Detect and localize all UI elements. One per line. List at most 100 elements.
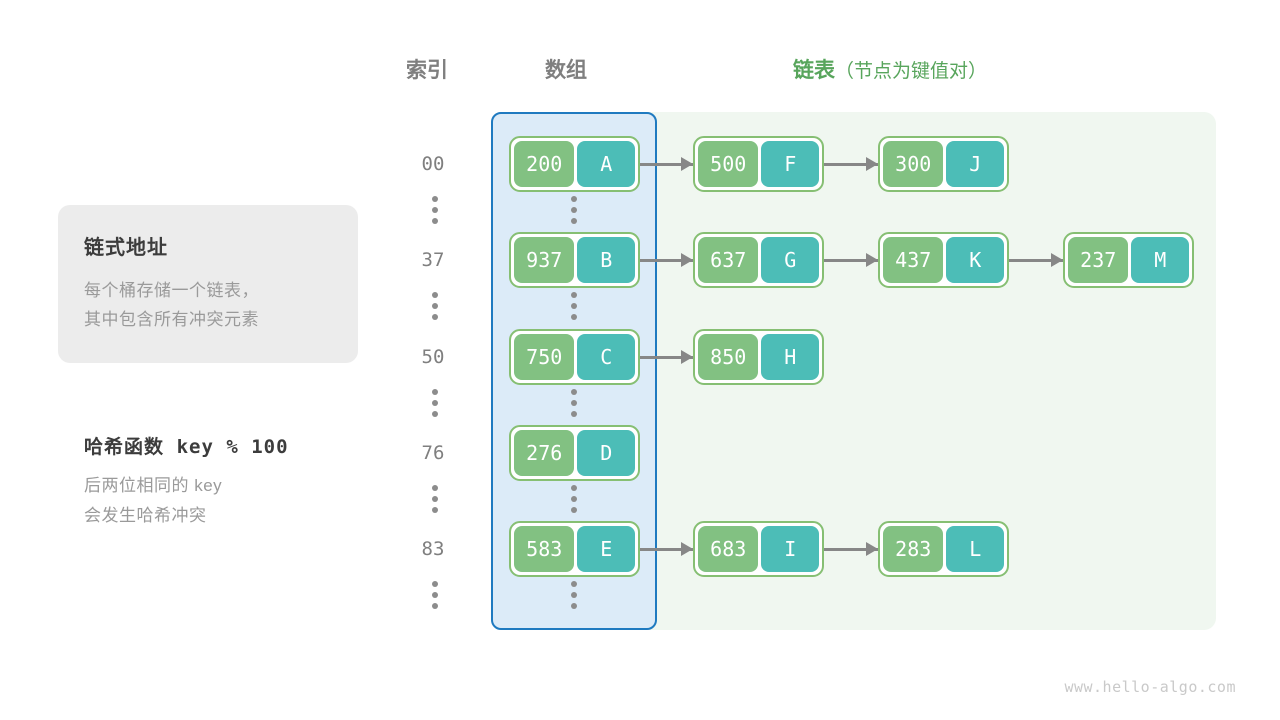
- index-ellipsis: [431, 292, 439, 320]
- index-ellipsis: [431, 389, 439, 417]
- node-value: J: [946, 141, 1004, 187]
- arrow-shaft: [640, 162, 693, 166]
- node-value: B: [577, 237, 635, 283]
- node-key: 750: [514, 334, 575, 380]
- info-card-body: 每个桶存储一个链表， 其中包含所有冲突元素: [84, 276, 332, 334]
- node-key: 937: [514, 237, 575, 283]
- index-ellipsis: [431, 196, 439, 224]
- node-key: 276: [514, 430, 575, 476]
- node-value: L: [946, 526, 1004, 572]
- info-card-body-line-1: 每个桶存储一个链表，: [84, 281, 259, 300]
- next-pointer-arrow: [1009, 232, 1063, 288]
- node-key: 583: [514, 526, 575, 572]
- next-pointer-arrow: [824, 521, 878, 577]
- hash-function-label: 哈希函数: [84, 437, 165, 458]
- node-value: H: [761, 334, 819, 380]
- arrow-head: [681, 350, 693, 364]
- arrow-shaft: [640, 355, 693, 359]
- arrow-shaft: [824, 547, 878, 551]
- hash-function-body-line-1: 后两位相同的 key: [84, 476, 223, 495]
- column-header-array: 数组: [545, 59, 587, 82]
- node-key: 850: [698, 334, 759, 380]
- node-key: 300: [883, 141, 944, 187]
- arrow-head: [866, 542, 878, 556]
- node-value: A: [577, 141, 635, 187]
- info-card-title: 链式地址: [84, 237, 168, 259]
- node-value: F: [761, 141, 819, 187]
- watermark: www.hello-algo.com: [1064, 678, 1236, 696]
- hash-function-body-line-2: 会发生哈希冲突: [84, 505, 207, 525]
- arrow-shaft: [640, 547, 693, 551]
- node-value: C: [577, 334, 635, 380]
- node-value: D: [577, 430, 635, 476]
- next-pointer-arrow: [640, 136, 693, 192]
- arrow-head: [681, 157, 693, 171]
- node-value: K: [946, 237, 1004, 283]
- next-pointer-arrow: [824, 232, 878, 288]
- column-header-linked-list: 链表（节点为键值对）: [793, 54, 987, 84]
- hash-function-title: 哈希函数 key % 100: [84, 432, 384, 459]
- node-key: 237: [1068, 237, 1129, 283]
- arrow-shaft: [824, 162, 878, 166]
- array-ellipsis: [570, 196, 578, 224]
- column-header-linked-list-main: 链表: [793, 59, 835, 82]
- column-header-index: 索引: [406, 59, 448, 82]
- node-value: G: [761, 237, 819, 283]
- index-ellipsis: [431, 485, 439, 513]
- arrow-shaft: [640, 258, 693, 262]
- array-ellipsis: [570, 292, 578, 320]
- arrow-shaft: [1009, 258, 1063, 262]
- hash-function-body: 后两位相同的 key 会发生哈希冲突: [84, 471, 384, 531]
- next-pointer-arrow: [640, 521, 693, 577]
- arrow-head: [1051, 253, 1063, 267]
- bucket-index-label: 00: [421, 153, 445, 175]
- array-ellipsis: [570, 581, 578, 609]
- node-key: 437: [883, 237, 944, 283]
- array-ellipsis: [570, 389, 578, 417]
- arrow-head: [681, 542, 693, 556]
- next-pointer-arrow: [824, 136, 878, 192]
- arrow-shaft: [824, 258, 878, 262]
- array-ellipsis: [570, 485, 578, 513]
- node-key: 500: [698, 141, 759, 187]
- node-key: 683: [698, 526, 759, 572]
- arrow-head: [866, 157, 878, 171]
- hash-function-expression: key % 100: [176, 436, 289, 458]
- arrow-head: [681, 253, 693, 267]
- node-key: 637: [698, 237, 759, 283]
- arrow-head: [866, 253, 878, 267]
- node-value: M: [1131, 237, 1189, 283]
- bucket-index-label: 83: [421, 538, 445, 560]
- bucket-index-label: 37: [421, 249, 445, 271]
- info-card-body-line-2: 其中包含所有冲突元素: [84, 310, 259, 330]
- next-pointer-arrow: [640, 232, 693, 288]
- hash-function-note: 哈希函数 key % 100 后两位相同的 key 会发生哈希冲突: [84, 432, 384, 531]
- info-card-chaining: 链式地址 每个桶存储一个链表， 其中包含所有冲突元素: [58, 205, 358, 363]
- column-header-linked-list-sub: （节点为键值对）: [835, 61, 988, 82]
- bucket-index-label: 76: [421, 442, 445, 464]
